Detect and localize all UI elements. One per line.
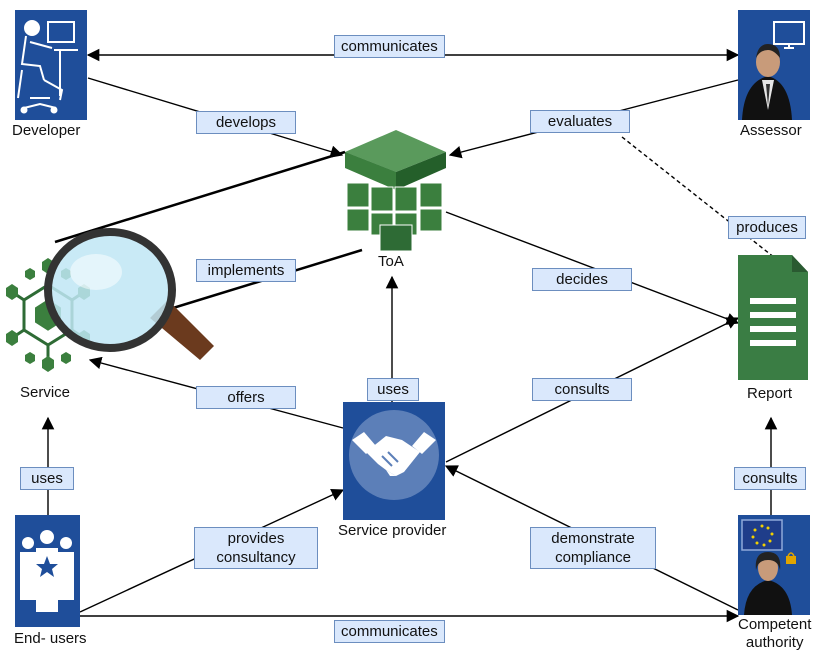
developer-label: Developer [12, 122, 81, 139]
edge-label-evaluates: evaluates [530, 110, 630, 133]
edge-label-communicates-top: communicates [334, 35, 445, 58]
competent-authority-icon [738, 515, 810, 615]
end-users-label: End- users [14, 630, 87, 647]
edge-decides [445, 211, 740, 325]
edge-label-offers: offers [196, 386, 296, 409]
report-icon [738, 255, 808, 380]
service-provider-label: Service provider [338, 522, 447, 539]
magnifier-icon [44, 150, 363, 360]
edge-label-produces: produces [728, 216, 806, 239]
report-label: Report [747, 385, 793, 402]
assessor-icon [738, 10, 810, 120]
competent-authority-label: Competent authority [738, 616, 812, 651]
edge-label-provides-consultancy: provides consultancy [194, 527, 318, 569]
edge-label-demonstrate-compliance: demonstrate compliance [530, 527, 656, 569]
assessor-label: Assessor [740, 122, 802, 139]
edge-label-develops: develops [196, 111, 296, 134]
toa-label: ToA [378, 253, 404, 270]
end-users-icon [15, 515, 80, 627]
edge-label-communicates-bottom: communicates [334, 620, 445, 643]
edge-label-implements: implements [196, 259, 296, 282]
handshake-icon [343, 402, 445, 520]
edge-label-consults-sp: consults [532, 378, 632, 401]
edge-label-consults-ca: consults [734, 467, 806, 490]
edge-produces [621, 136, 776, 259]
service-label: Service [20, 384, 71, 401]
edge-label-uses-end: uses [20, 467, 74, 490]
toa-stack-icon [345, 130, 446, 252]
edge-label-uses-sp: uses [367, 378, 419, 401]
edge-label-decides: decides [532, 268, 632, 291]
developer-icon [15, 10, 87, 120]
